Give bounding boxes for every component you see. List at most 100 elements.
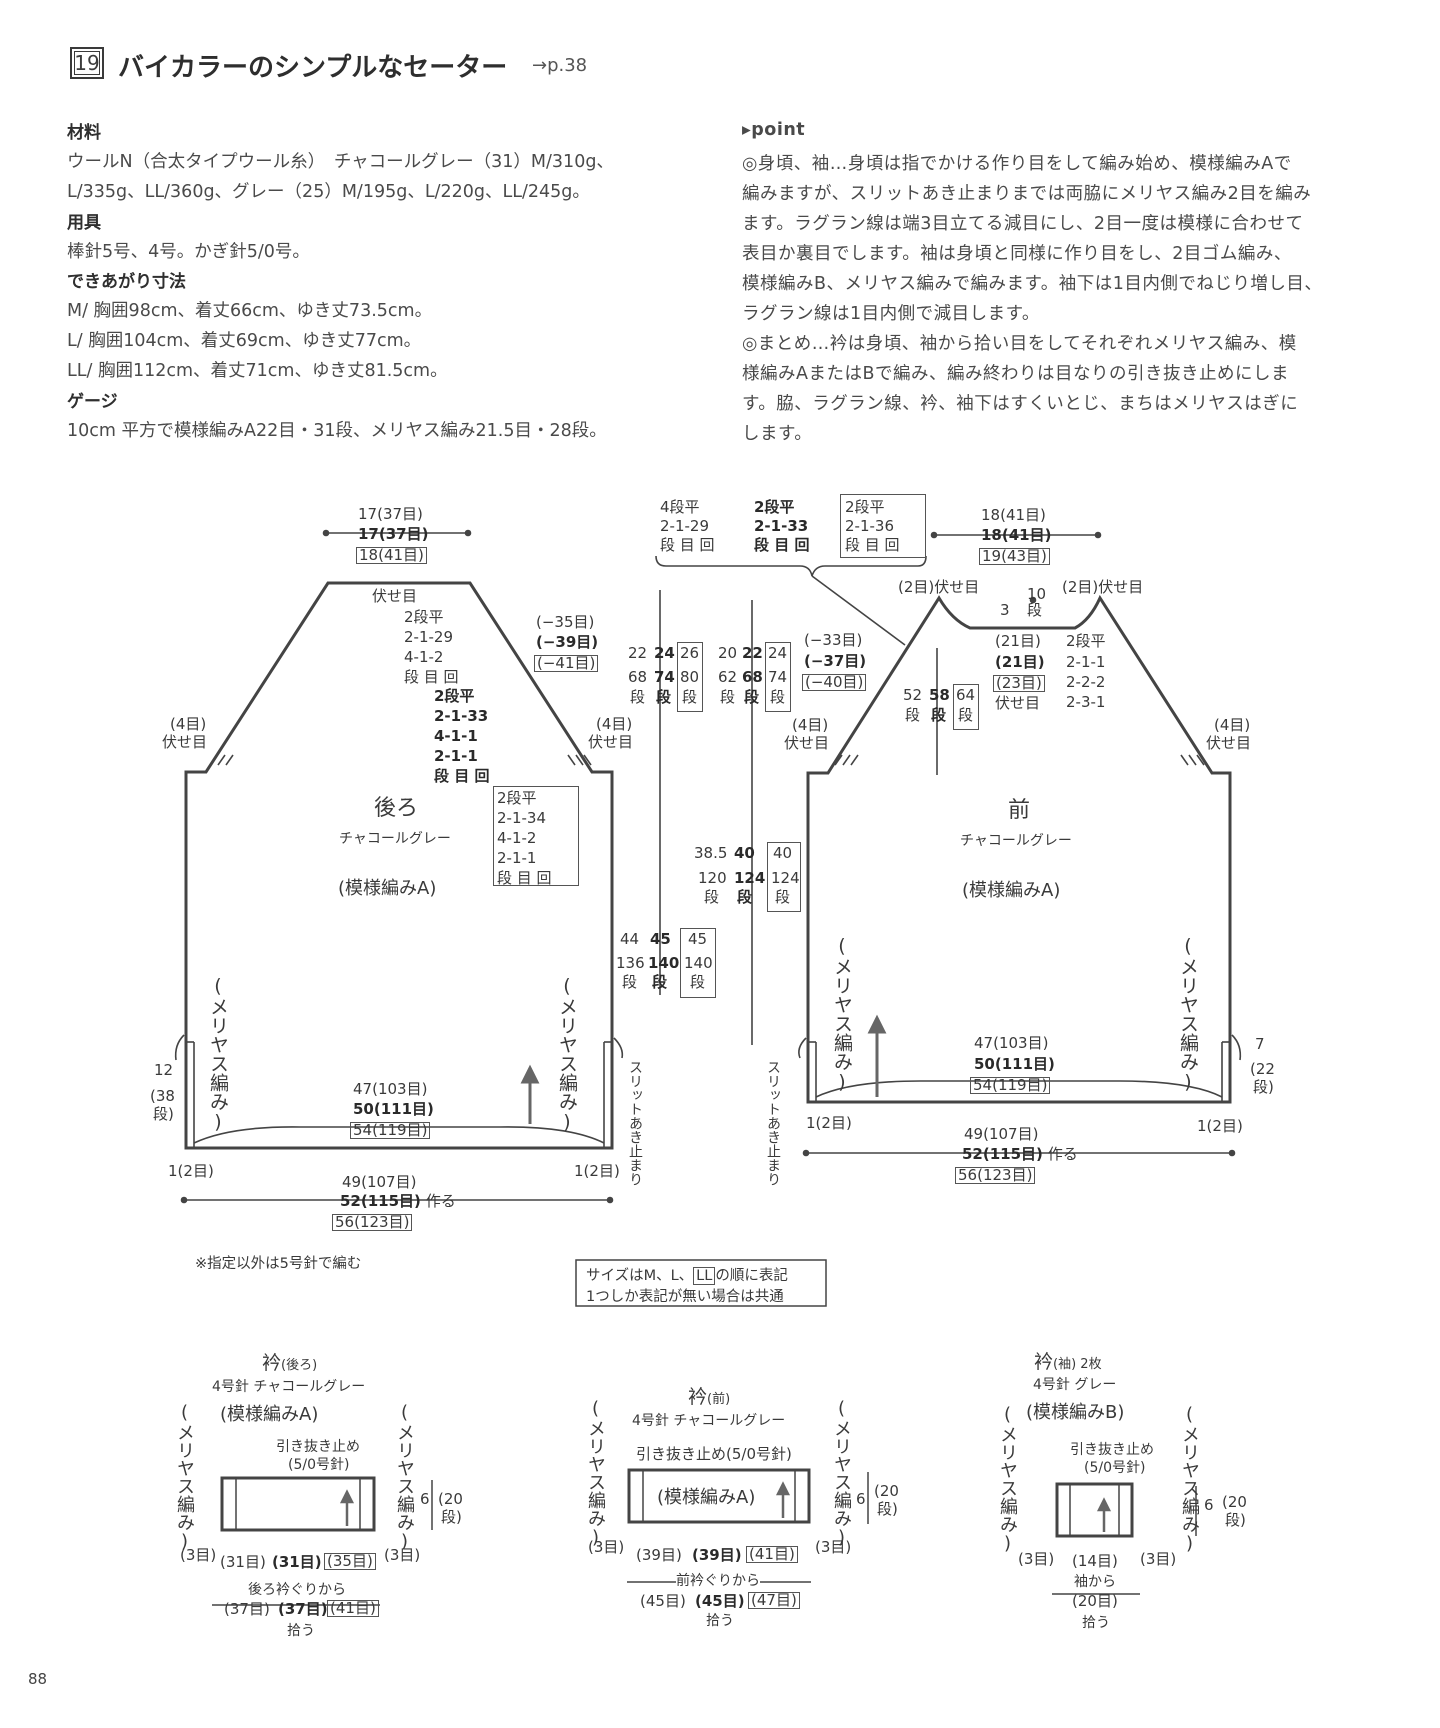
back-side-left: (メリヤス編み) xyxy=(207,975,229,1133)
front-cast-label: 作る xyxy=(1047,1145,1078,1163)
collar-back-pattern: (模様編みA) xyxy=(220,1404,319,1425)
collar-back-bind: 引き抜き止め xyxy=(276,1439,360,1455)
center-dec-a3: 段 目 回 xyxy=(660,536,715,554)
pattern-number: 19 xyxy=(70,47,104,79)
back-width-m: 47(103目) xyxy=(353,1080,428,1098)
center-f2c: 段 xyxy=(744,688,760,706)
collar-sleeve-needle: 4号針 グレー xyxy=(1033,1377,1117,1393)
center-m1a: 38.5 xyxy=(694,844,728,862)
front-neck-st-m: (21目) xyxy=(995,632,1041,650)
point-line-3: ます。ラグラン線は端3目立てる減目にし、2目一度は模様に合わせて xyxy=(742,214,1304,234)
back-right-bind-b: 伏せ目 xyxy=(588,733,634,751)
center-r1c: 段 xyxy=(630,688,646,706)
gauge-line: 10cm 平方で模様編みA22目・31段、メリヤス編み21.5目・28段。 xyxy=(67,421,607,441)
center-f3-box xyxy=(765,642,791,712)
back-cast-l: 52(115目) xyxy=(340,1192,421,1210)
front-slit-h3: 段) xyxy=(1253,1078,1274,1096)
size-note-a: サイズはM、L、 xyxy=(586,1268,694,1284)
center-l1b: 136 xyxy=(616,954,645,972)
point-line-6: ラグラン線は1目内側で減目します。 xyxy=(742,304,1040,324)
collar-front-p1: (45目) xyxy=(640,1592,686,1610)
collar-front-bind: 引き抜き止め(5/0号針) xyxy=(636,1445,792,1463)
front-color: チャコールグレー xyxy=(960,833,1072,849)
needle-note: ※指定以外は5号針で編む xyxy=(195,1256,362,1272)
collar-sleeve-h3: 段) xyxy=(1225,1511,1246,1529)
collar-front-side-left: (メリヤス編み) xyxy=(585,1398,606,1548)
front-neckdec-c: 2-2-2 xyxy=(1066,673,1106,691)
point-line-5: 模様編みB、メリヤス編みで編みます。袖下は1目内側でねじり増し目、 xyxy=(742,274,1323,294)
page-title: バイカラーのシンプルなセーター xyxy=(118,53,508,83)
center-dec-c3: 段 目 回 xyxy=(845,536,900,554)
front-slit-h2: (22 xyxy=(1250,1060,1275,1078)
center-l3-box xyxy=(680,928,716,998)
back-top-width-ll: 18(41目) xyxy=(356,547,427,564)
collar-back-needle: 4号針 チャコールグレー xyxy=(212,1379,366,1395)
back-dec2-e: 段 目 回 xyxy=(434,767,490,785)
back-corner-left: 1(2目) xyxy=(168,1162,214,1180)
collar-back-h3: 段) xyxy=(441,1508,462,1526)
collar-sleeve-edge-right: (3目) xyxy=(1140,1550,1177,1568)
center-f1a: 20 xyxy=(718,644,738,662)
collar-front-w3: (41目) xyxy=(746,1546,798,1563)
center-r1a: 22 xyxy=(628,644,648,662)
back-right-bind-a: (4目) xyxy=(596,715,633,733)
center-f1b: 62 xyxy=(718,668,738,686)
front-neck-3: 3 xyxy=(1000,601,1010,619)
back-stitch-m: (−35目) xyxy=(536,613,595,631)
collar-sleeve-side-left: (メリヤス編み) xyxy=(997,1404,1018,1554)
collar-sleeve-pattern: (模様編みB) xyxy=(1026,1402,1125,1423)
front-side-right: (メリヤス編み) xyxy=(1177,935,1199,1093)
back-dec1-a: 2段平 xyxy=(404,608,444,626)
collar-front-h3: 段) xyxy=(877,1500,898,1518)
center-r1b: 68 xyxy=(628,668,648,686)
front-h3a: 64 xyxy=(956,686,976,704)
back-dec3-c: 4-1-2 xyxy=(497,829,537,847)
front-h2b: 段 xyxy=(931,706,947,724)
center-dec-c1: 2段平 xyxy=(845,498,885,516)
back-slit-h2: (38 xyxy=(150,1087,175,1105)
center-f2a: 22 xyxy=(742,644,763,662)
center-m3c: 段 xyxy=(775,888,791,906)
front-piece-outline xyxy=(806,594,1232,1104)
center-r2a: 24 xyxy=(654,644,675,662)
front-h3-box xyxy=(953,684,979,730)
collar-sleeve-h1: 6 xyxy=(1204,1496,1214,1514)
collar-front-pattern: (模様編みA) xyxy=(657,1487,756,1508)
back-piece-name: 後ろ xyxy=(374,796,419,821)
collar-sleeve-title: 衿 xyxy=(1034,1351,1054,1373)
collar-front-needle: 4号針 チャコールグレー xyxy=(632,1413,786,1429)
back-dec2-a: 2段平 xyxy=(434,687,475,705)
collar-back-edge-left: (3目) xyxy=(180,1546,217,1564)
front-width-ll: 54(119目) xyxy=(970,1077,1051,1094)
center-f3a: 24 xyxy=(768,644,788,662)
front-corner-right: 1(2目) xyxy=(1197,1117,1243,1135)
front-pattern: (模様編みA) xyxy=(962,880,1061,901)
collar-sleeve-h2: (20 xyxy=(1222,1493,1247,1511)
front-neck-b: 段 xyxy=(1027,601,1043,619)
back-stitch-l: (−39目) xyxy=(536,633,599,651)
center-r2b: 74 xyxy=(654,668,675,686)
collar-back-pick: 後ろ衿ぐりから xyxy=(248,1582,346,1598)
center-l3a: 45 xyxy=(688,930,708,948)
collar-sleeve-pick2: 拾う xyxy=(1082,1615,1110,1631)
front-right-bind-a: (4目) xyxy=(1214,716,1251,734)
center-l3c: 段 xyxy=(690,973,706,991)
collar-front-edge-right: (3目) xyxy=(815,1538,852,1556)
back-bind-off: 伏せ目 xyxy=(372,587,418,605)
back-dec1-c: 4-1-2 xyxy=(404,648,444,666)
front-stitch-l: (−37目) xyxy=(804,652,867,670)
front-stitch-m: (−33目) xyxy=(804,631,863,649)
collar-back-w1: (31目) xyxy=(220,1553,266,1571)
point-line-7: ◎まとめ…衿は身頃、袖から拾い目をしてそれぞれメリヤス編み、模 xyxy=(742,334,1297,354)
back-dec1-b: 2-1-29 xyxy=(404,628,453,646)
front-width-l: 50(111目) xyxy=(974,1055,1055,1073)
collar-front-pick2: 拾う xyxy=(706,1613,734,1629)
center-dec-b2: 2-1-33 xyxy=(754,517,809,535)
back-cast-label: 作る xyxy=(425,1192,456,1210)
back-dec3-b: 2-1-34 xyxy=(497,809,546,827)
back-stitch-ll: (−41目) xyxy=(534,655,599,672)
back-width-l: 50(111目) xyxy=(353,1100,434,1118)
point-heading: ▸point xyxy=(742,120,806,140)
collar-back-p3: (41目) xyxy=(327,1600,379,1617)
back-top-width-l: 17(37目) xyxy=(358,525,429,543)
